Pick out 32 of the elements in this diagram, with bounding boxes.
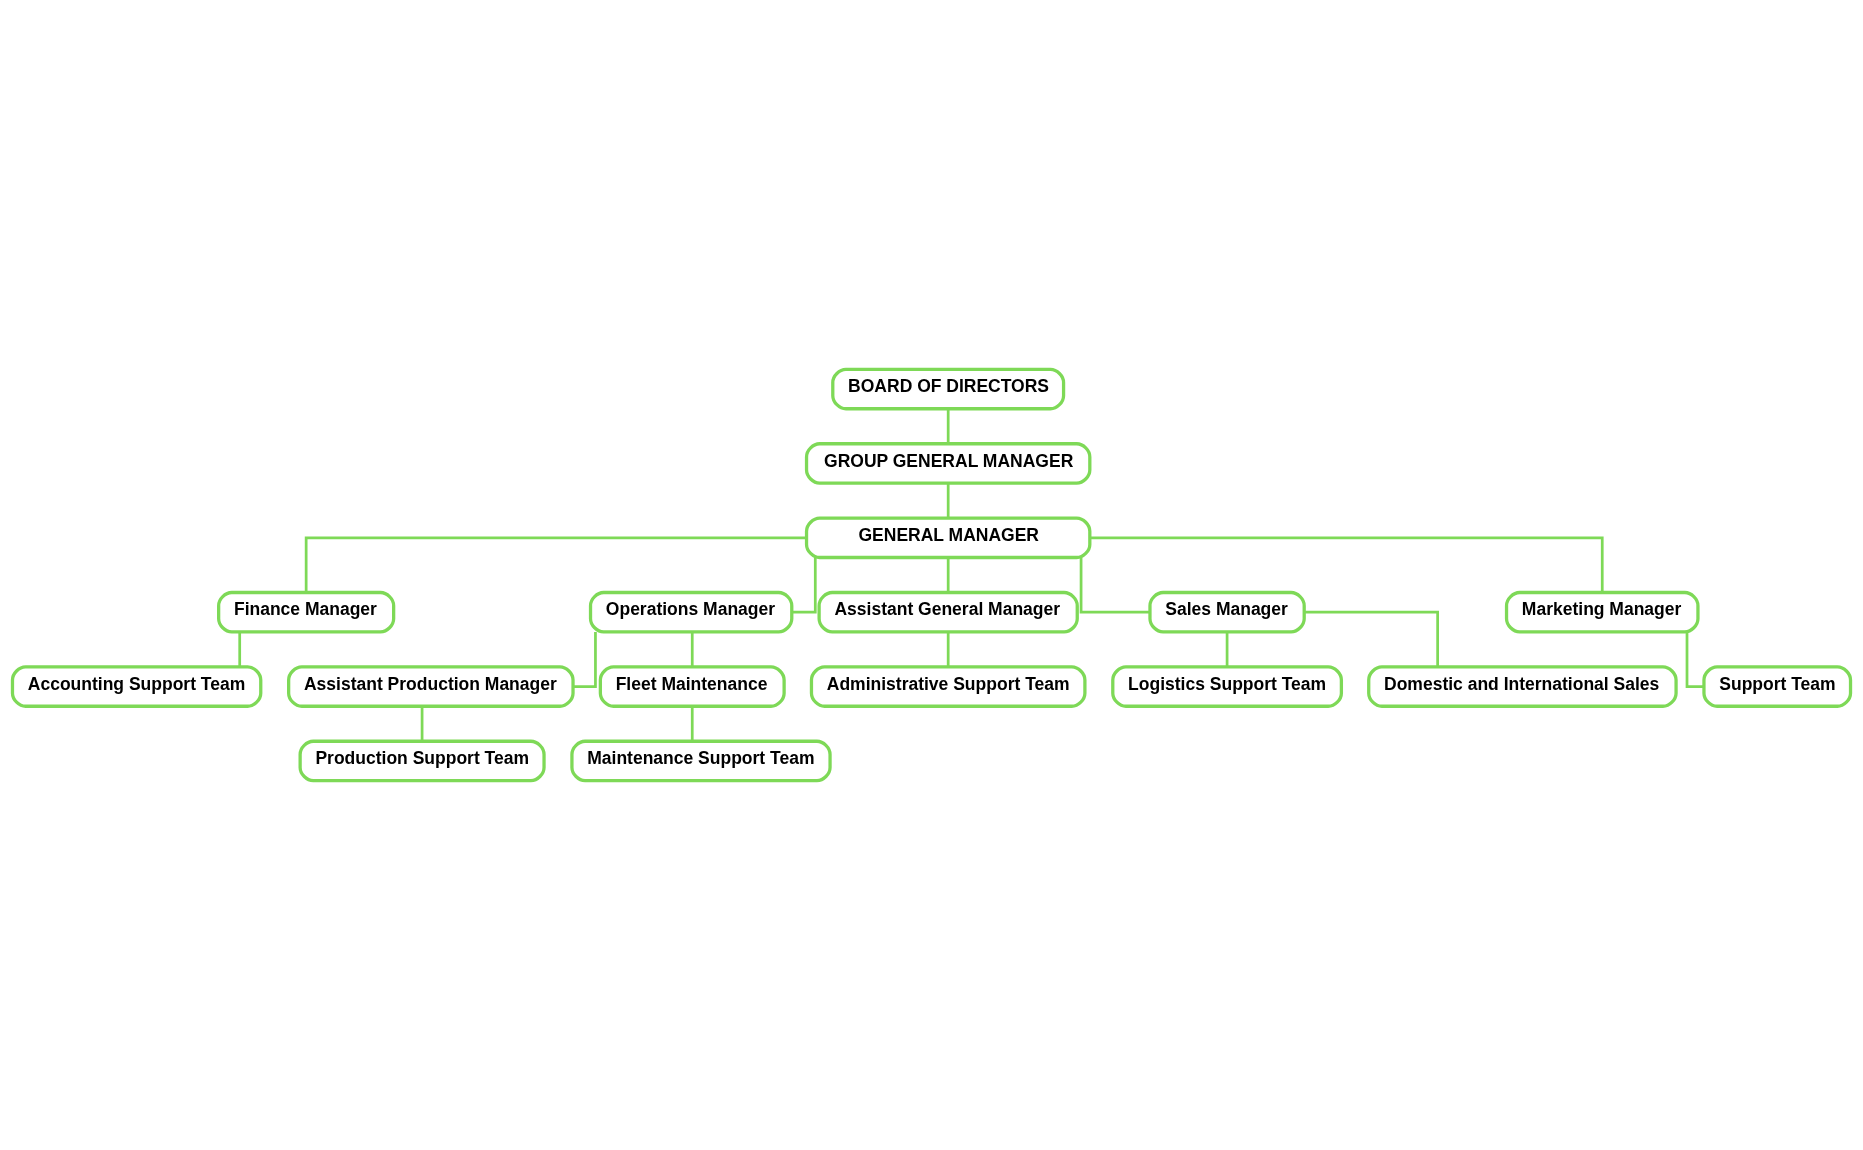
connector <box>946 483 950 518</box>
connector <box>238 632 242 667</box>
connector <box>420 706 424 741</box>
node-box: GENERAL MANAGER <box>804 516 1092 560</box>
connector <box>1225 632 1229 667</box>
connector <box>304 536 807 593</box>
connector <box>1079 557 1150 614</box>
node-box: Accounting Support Team <box>10 665 263 708</box>
node-box: Marketing Manager <box>1504 590 1700 634</box>
node-box: Domestic and International Sales <box>1367 665 1678 708</box>
node-box: Finance Manager <box>217 590 396 634</box>
connector <box>1685 632 1704 688</box>
node-box: GROUP GENERAL MANAGER <box>804 442 1092 485</box>
node-box: Production Support Team <box>298 739 546 783</box>
node-box: Support Team <box>1702 665 1853 708</box>
connector <box>1090 536 1604 593</box>
node-box: BOARD OF DIRECTORS <box>831 367 1066 411</box>
node-box: Sales Manager <box>1148 590 1306 634</box>
connector <box>1304 610 1439 667</box>
connector <box>573 632 597 688</box>
node-box: Fleet Maintenance <box>598 665 786 708</box>
connector <box>946 409 950 444</box>
connector <box>690 632 694 667</box>
node-box: Logistics Support Team <box>1111 665 1344 708</box>
node-box: Operations Manager <box>588 590 794 634</box>
connector <box>690 706 694 741</box>
node-box: Assistant General Manager <box>817 590 1079 634</box>
connector <box>946 557 950 593</box>
node-box: Assistant Production Manager <box>287 665 575 708</box>
node-box: Administrative Support Team <box>809 665 1087 708</box>
node-box: Maintenance Support Team <box>570 739 832 783</box>
connector <box>946 632 950 667</box>
